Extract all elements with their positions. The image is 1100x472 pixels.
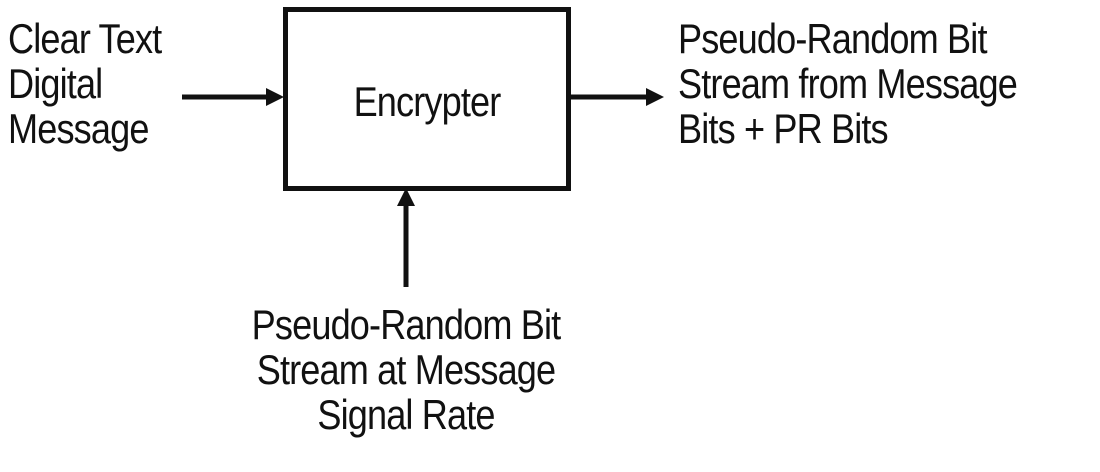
key-input-arrow: [397, 188, 415, 287]
key-input-label-line: Signal Rate: [317, 391, 495, 438]
input-label-line: Clear Text: [8, 15, 162, 62]
key-input-label-pr-bit-stream: Pseudo-Random Bit Stream at Message Sign…: [217, 302, 595, 437]
input-arrow: [182, 88, 284, 106]
key-input-label-line: Stream at Message: [256, 346, 556, 393]
output-label-line: Bits + PR Bits: [678, 105, 889, 152]
output-label-pr-bit-stream: Pseudo-Random Bit Stream from Message Bi…: [678, 15, 1018, 152]
input-label-line: Message: [8, 105, 149, 152]
output-label-line: Stream from Message: [678, 60, 1018, 107]
key-input-label-line: Pseudo-Random Bit: [251, 301, 561, 348]
input-label-clear-text-message: Clear Text Digital Message: [8, 15, 162, 152]
encrypter-label: Encrypter: [353, 78, 502, 125]
output-arrow: [566, 88, 664, 106]
output-label-line: Pseudo-Random Bit: [678, 15, 987, 62]
input-label-line: Digital: [8, 60, 103, 107]
encrypter-block: Encrypter: [283, 7, 571, 191]
